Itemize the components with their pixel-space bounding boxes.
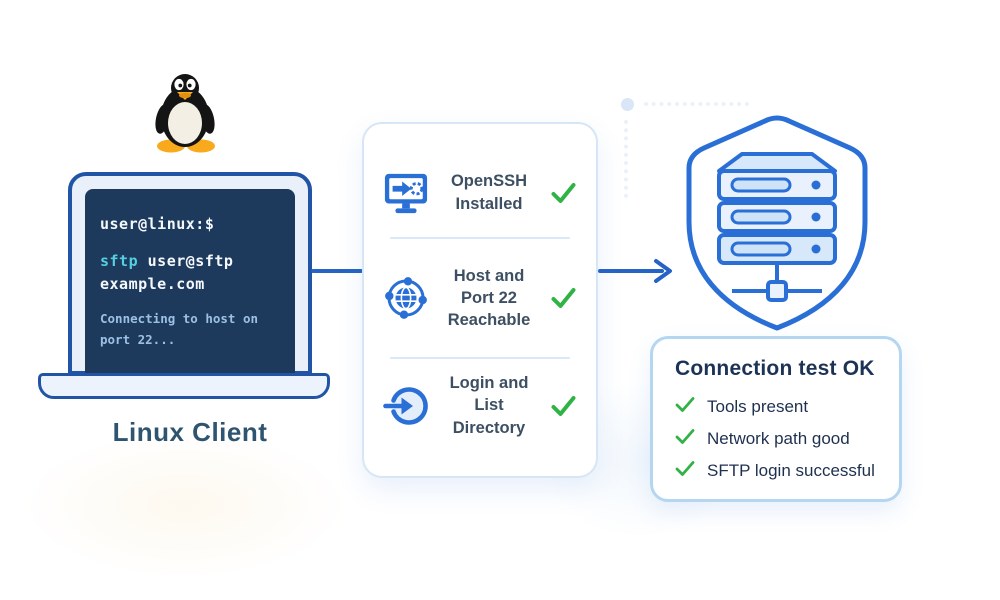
checklist-item-label: Host and Port 22 Reachable	[447, 266, 531, 330]
checklist-item-label: Login and List Directory	[449, 374, 529, 437]
result-card: Connection test OK Tools present Network…	[650, 336, 902, 502]
terminal-command-keyword: sftp	[100, 252, 139, 270]
terminal-command-arg: user@sftp	[138, 252, 234, 270]
check-icon	[548, 181, 578, 205]
checklist-item-label: OpenSSH Installed	[450, 172, 528, 213]
arrow-right-icon	[598, 257, 676, 285]
result-item: Network path good	[675, 423, 877, 455]
result-title: Connection test OK	[675, 357, 875, 380]
result-item: Tools present	[675, 391, 877, 423]
checklist-row-login: Login and List Directory	[382, 359, 578, 452]
openssh-monitor-icon	[382, 171, 430, 215]
client-label: Linux Client	[112, 417, 268, 447]
terminal-window: user@linux:$ sftp user@sftp example.com C…	[85, 189, 295, 375]
result-item: SFTP login successful	[675, 455, 877, 487]
card-divider	[390, 357, 570, 360]
card-divider	[390, 237, 570, 239]
check-icon	[548, 394, 578, 418]
checklist-row-openssh: OpenSSH Installed	[382, 148, 578, 237]
decorative-dotted-line-vertical	[624, 120, 628, 198]
checklist-row-host-port: Host and Port 22 Reachable	[382, 239, 578, 357]
globe-network-icon	[382, 274, 430, 322]
result-item-label: SFTP login successful	[707, 461, 875, 480]
check-icon	[548, 286, 578, 310]
check-icon	[675, 396, 695, 418]
decorative-dotted-line-horizontal	[644, 102, 749, 106]
background-blob	[20, 430, 350, 580]
check-icon	[675, 428, 695, 450]
result-item-label: Network path good	[707, 429, 850, 448]
checklist-card: OpenSSH Installed Host	[362, 122, 598, 478]
result-item-label: Tools present	[707, 397, 809, 416]
connector-line	[311, 269, 363, 273]
terminal-command: sftp user@sftp example.com	[100, 250, 280, 297]
laptop-base	[38, 373, 330, 399]
result-list: Tools present Network path good SFTP log…	[675, 391, 877, 487]
terminal-command-arg-line2: example.com	[100, 275, 205, 294]
tux-linux-logo	[149, 71, 221, 153]
terminal-prompt: user@linux:$	[100, 215, 215, 233]
check-icon	[675, 460, 695, 482]
decorative-dot	[621, 98, 634, 111]
shield-server-icon	[672, 110, 882, 335]
login-arrow-icon	[382, 382, 430, 430]
